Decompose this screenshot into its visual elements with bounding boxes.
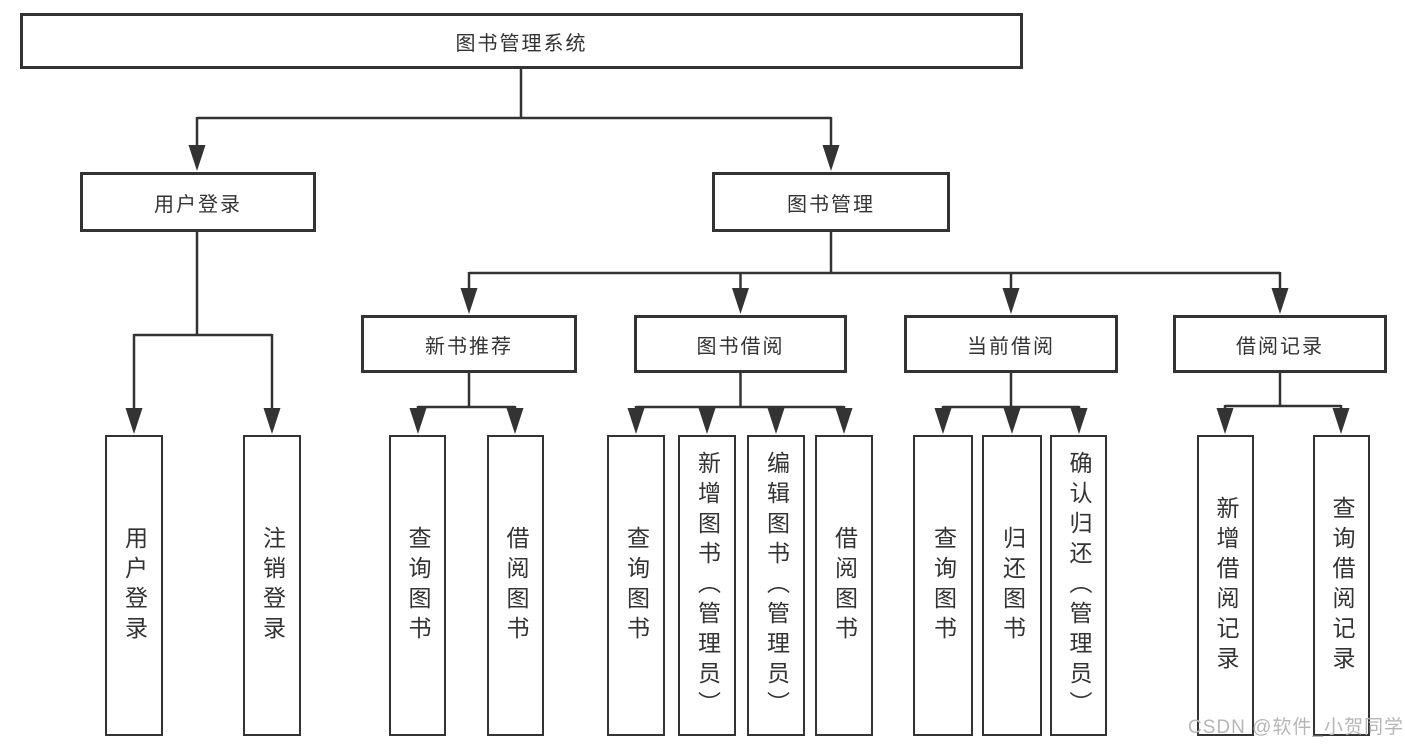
edge-borrow-record-to-children	[1216, 373, 1350, 434]
leaf-return-book: 归还图书	[982, 435, 1042, 736]
node-borrow-record-label: 借阅记录	[1236, 335, 1324, 358]
node-book-borrow: 图书借阅	[634, 315, 847, 373]
leaf-rec-query-book: 查询图书	[389, 435, 446, 736]
node-new-book-rec-label: 新书推荐	[425, 335, 513, 358]
leaf-logout: 注销登录	[243, 435, 301, 736]
leaf-borrow-book: 借阅图书	[815, 435, 873, 736]
leaf-logout-label: 注销登录	[259, 525, 285, 646]
leaf-current-query-book: 查询图书	[913, 435, 973, 736]
leaf-confirm-return-admin-label: 确认归还（管理员）	[1066, 450, 1091, 721]
node-user-login: 用户登录	[80, 172, 316, 232]
node-current-borrow-label: 当前借阅	[967, 335, 1055, 358]
node-book-borrow-label: 图书借阅	[696, 335, 785, 358]
leaf-user-login-label: 用户登录	[121, 525, 147, 646]
leaf-current-query-book-label: 查询图书	[930, 525, 956, 646]
leaf-query-borrow-record-label: 查询借阅记录	[1329, 495, 1354, 676]
leaf-confirm-return-admin: 确认归还（管理员）	[1050, 435, 1107, 736]
leaf-add-borrow-record-label: 新增借阅记录	[1213, 495, 1238, 676]
leaf-rec-query-book-label: 查询图书	[405, 525, 430, 646]
leaf-user-login: 用户登录	[105, 435, 163, 736]
edge-root-to-level2	[188, 69, 840, 171]
leaf-add-borrow-record: 新增借阅记录	[1197, 435, 1254, 736]
leaf-borrow-query-book-label: 查询图书	[623, 525, 649, 646]
node-current-borrow: 当前借阅	[904, 315, 1118, 373]
edge-book-borrow-to-children	[627, 373, 853, 434]
leaf-borrow-query-book: 查询图书	[607, 435, 665, 736]
node-user-login-label: 用户登录	[154, 193, 242, 216]
csdn-watermark: CSDN @软件_小贺同学	[1188, 717, 1404, 738]
node-root-system: 图书管理系统	[20, 13, 1023, 69]
leaf-rec-borrow-book: 借阅图书	[487, 435, 544, 736]
leaf-return-book-label: 归还图书	[999, 525, 1025, 646]
leaf-edit-book-admin-label: 编辑图书（管理员）	[763, 450, 789, 721]
node-borrow-record: 借阅记录	[1173, 315, 1387, 373]
leaf-edit-book-admin: 编辑图书（管理员）	[747, 435, 805, 736]
edge-book-mgmt-to-level3	[460, 232, 1289, 314]
leaf-add-book-admin: 新增图书（管理员）	[678, 435, 736, 736]
edge-new-book-rec-to-children	[409, 373, 524, 434]
leaf-add-book-admin-label: 新增图书（管理员）	[694, 450, 720, 721]
leaf-borrow-book-label: 借阅图书	[831, 525, 857, 646]
node-new-book-rec: 新书推荐	[361, 315, 577, 373]
leaf-rec-borrow-book-label: 借阅图书	[503, 525, 528, 646]
node-root-system-label: 图书管理系统	[455, 32, 588, 55]
edge-current-borrow-to-children	[934, 373, 1088, 434]
edge-user-login-to-children	[125, 232, 281, 434]
node-book-mgmt: 图书管理	[712, 172, 950, 232]
leaf-query-borrow-record: 查询借阅记录	[1313, 435, 1370, 736]
node-book-mgmt-label: 图书管理	[787, 193, 875, 216]
